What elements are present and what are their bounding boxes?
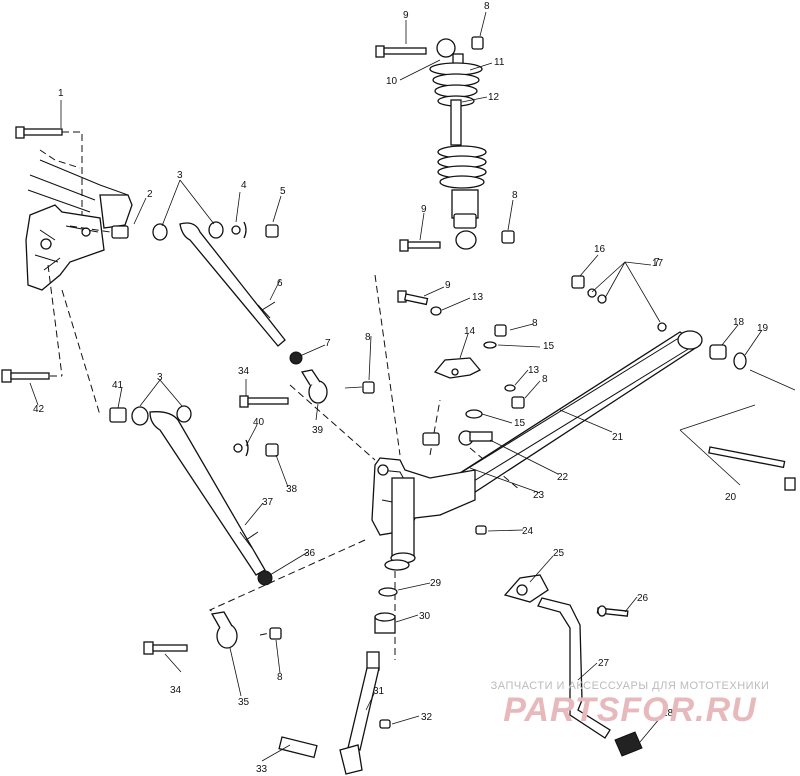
callout-15b: 15 [514,418,526,429]
callout-7b: 7 [654,257,660,268]
lower-a-arm [109,405,279,586]
shock-absorber [375,36,515,252]
callout-40: 40 [253,417,265,428]
watermark: ЗАПЧАСТИ И АКСЕССУАРЫ ДЛЯ МОТОТЕХНИКИ PA… [480,680,780,728]
callout-27: 27 [598,658,610,669]
callout-3b: 3 [157,372,163,383]
callout-33: 33 [256,764,268,775]
callout-38: 38 [286,484,298,495]
callout-1: 1 [58,88,64,99]
watermark-logo: PARTSFOR.RU [503,691,757,729]
callout-23: 23 [533,490,545,501]
bolt-1 [15,126,63,139]
spindle-assembly [371,432,487,571]
callout-22: 22 [557,472,569,483]
ball-joint-35 [143,611,282,655]
steering-spindle [339,651,391,775]
callout-9b: 9 [421,204,427,215]
callout-36: 36 [304,548,316,559]
callout-24: 24 [522,526,534,537]
callout-35: 35 [238,697,250,708]
callout-30: 30 [419,611,431,622]
callout-3: 3 [177,170,183,181]
callout-8b: 8 [512,190,518,201]
callout-39: 39 [312,425,324,436]
callout-8: 8 [484,1,490,12]
callout-2: 2 [147,189,153,200]
callout-11: 11 [494,57,505,68]
callout-12: 12 [488,92,500,103]
callout-42: 42 [33,404,45,415]
callout-20: 20 [725,492,737,503]
callout-10: 10 [386,76,398,87]
nut-16 [571,275,585,289]
callout-29: 29 [430,578,442,589]
tie-rod-end [458,430,493,446]
callout-18: 18 [733,317,745,328]
callout-15: 15 [543,341,555,352]
callout-13: 13 [472,292,484,303]
callout-5: 5 [280,186,286,197]
callout-21: 21 [612,432,624,443]
callout-8c: 8 [532,318,538,329]
callout-9: 9 [403,10,409,21]
callout-34: 34 [238,366,250,377]
callout-25: 25 [553,548,565,559]
callout-9c: 9 [445,280,451,291]
callout-41: 41 [112,380,124,391]
callout-17: 17 [652,258,664,269]
callout-7: 7 [325,338,331,349]
ball-joint-39 [239,369,375,408]
callout-34b: 34 [170,685,182,696]
bolt-20 [708,446,796,491]
watermark-tagline: ЗАПЧАСТИ И АКСЕССУАРЫ ДЛЯ МОТОТЕХНИКИ [490,680,770,692]
callout-31: 31 [373,686,385,697]
callout-8d: 8 [542,374,548,385]
callout-14: 14 [464,326,476,337]
pin-33 [278,736,318,759]
callout-37: 37 [262,497,274,508]
callout-13b: 13 [528,365,540,376]
callout-8e: 8 [365,332,371,343]
steering-post [503,574,643,757]
callout-28: 28 [662,708,674,719]
washer-29 [378,587,398,597]
callout-19: 19 [757,323,769,334]
callout-26: 26 [637,593,649,604]
upper-a-arm [111,221,303,365]
bracket-14 [397,290,525,419]
callout-32: 32 [421,712,433,723]
bushing-30 [374,612,396,634]
callout-4: 4 [241,180,247,191]
callout-16: 16 [594,244,606,255]
bolt-42 [1,369,50,383]
callout-8f: 8 [277,672,283,683]
callout-6: 6 [277,278,283,289]
frame-bracket [25,159,133,291]
